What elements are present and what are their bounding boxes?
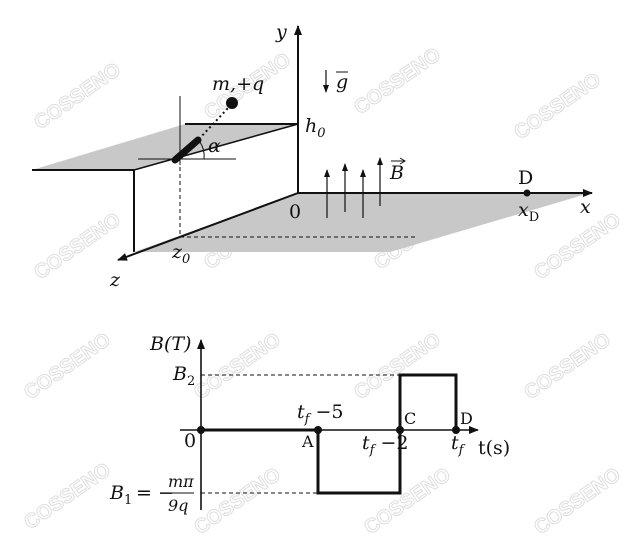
h0-sub: 0 — [317, 126, 325, 141]
graph-point-d — [452, 426, 460, 434]
z-axis-label: z — [109, 269, 121, 291]
z-axis — [117, 192, 299, 261]
watermark: COSSENO — [530, 464, 625, 539]
watermark: COSSENO — [30, 59, 125, 134]
graph-y-label: B(T) — [149, 333, 191, 355]
b1-label: B1 — [109, 482, 132, 508]
graph-origin-label: 0 — [184, 430, 196, 452]
xd-sub: D — [529, 210, 539, 225]
watermark: COSSENO — [360, 464, 455, 539]
watermark: COSSENO — [530, 209, 625, 284]
b1-equals: = − — [136, 482, 174, 504]
tick-tf5-sub: f — [304, 412, 312, 427]
scene-3d: y x z 0 h0 z0 α m,+q g B D — [32, 21, 593, 291]
launcher-tube — [171, 136, 202, 164]
watermark: COSSENO — [20, 459, 115, 534]
b-graph: B(T) t(s) 0 A C D tf −5 tf −2 tf B2 B1 =… — [109, 333, 510, 515]
origin-label: 0 — [289, 201, 301, 223]
z0-label: z0 — [171, 241, 190, 267]
h0-main: h — [305, 115, 317, 137]
xd-label: xD — [518, 199, 539, 225]
x-axis-label: x — [580, 196, 591, 218]
particle-label: m,+q — [212, 73, 264, 95]
tick-tf5-t: t — [297, 401, 305, 423]
watermark: COSSENO — [350, 329, 445, 404]
y-axis-label: y — [275, 21, 287, 43]
point-d-label: D — [518, 167, 533, 189]
b1-main: B — [109, 482, 124, 504]
b1-numerator: mπ — [168, 472, 194, 491]
tick-tf: tf — [451, 432, 466, 458]
field-vector-bar-head — [399, 157, 406, 165]
particle-charge: ,+q — [230, 73, 264, 95]
graph-label-a: A — [301, 432, 314, 451]
tick-tf2-rest: −2 — [374, 432, 408, 454]
z0-main: z — [171, 241, 183, 263]
tick-tf-sub: f — [458, 443, 466, 458]
graph-point-origin — [197, 426, 205, 434]
graph-x-label: t(s) — [478, 437, 510, 459]
watermark: COSSENO — [20, 329, 115, 404]
b2-sub: 2 — [187, 374, 195, 389]
angle-label: α — [208, 135, 221, 157]
b-signal — [201, 373, 458, 495]
watermark: COSSENO — [190, 464, 285, 539]
watermark: COSSENO — [350, 44, 445, 119]
tick-tf-t: t — [451, 432, 459, 454]
particle-mass: m — [212, 73, 230, 95]
graph-label-d: D — [460, 409, 473, 428]
tick-tf5-rest: −5 — [309, 401, 343, 423]
tick-tf-minus-5: tf −5 — [297, 401, 344, 427]
b1-denominator: 9q — [168, 496, 188, 515]
watermarks: COSSENO COSSENO COSSENO COSSENO COSSENO … — [20, 43, 626, 539]
gravity-label: g — [336, 71, 348, 93]
h0-label: h0 — [305, 115, 326, 141]
point-d-dot — [523, 189, 531, 197]
tick-tf-minus-2: tf −2 — [362, 432, 409, 458]
particle — [226, 97, 238, 109]
b2-main: B — [172, 363, 187, 385]
upper-platform — [32, 124, 298, 170]
graph-y-label-text: B(T) — [149, 333, 191, 355]
lower-plane — [134, 193, 590, 252]
b2-label: B2 — [172, 363, 195, 389]
field-label: B — [389, 162, 404, 184]
watermark: COSSENO — [190, 329, 285, 404]
watermark: COSSENO — [520, 329, 615, 404]
trajectory-dotted — [198, 106, 230, 140]
xd-main: x — [518, 199, 529, 221]
z0-sub: 0 — [182, 252, 190, 267]
upper-platform-right-edge — [133, 123, 299, 171]
graph-point-c — [396, 426, 404, 434]
tick-tf2-t: t — [362, 432, 370, 454]
watermark: COSSENO — [510, 69, 605, 144]
graph-label-c: C — [404, 409, 416, 428]
graph-point-a — [314, 426, 322, 434]
b1-sub: 1 — [124, 493, 132, 508]
tick-tf2-sub: f — [369, 443, 377, 458]
